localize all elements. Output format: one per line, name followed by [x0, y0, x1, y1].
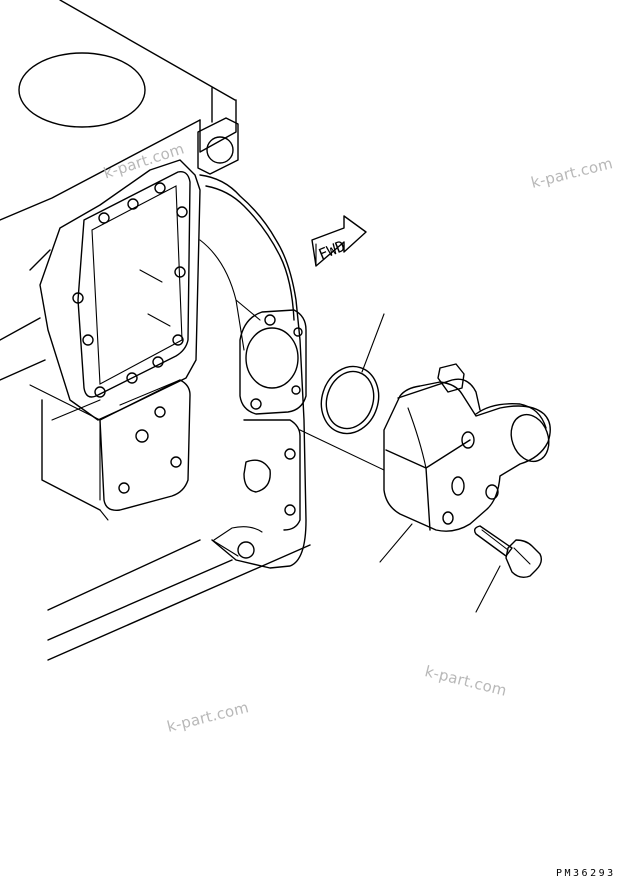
fwd-direction-marker: FWD	[311, 215, 367, 267]
drawing-code: PM36293	[556, 868, 616, 879]
flange-bolt	[473, 525, 543, 613]
assembly-center-line	[299, 429, 385, 471]
corner-boss	[206, 136, 234, 164]
mounting-flange	[239, 309, 307, 415]
block-top-plug	[18, 52, 146, 128]
thermostat-housing	[379, 363, 551, 563]
engine-block	[0, 0, 311, 661]
top-boss	[437, 363, 465, 393]
front-cover	[39, 159, 201, 511]
o-ring-seal	[320, 313, 385, 435]
manifold-housing	[199, 174, 307, 569]
fwd-label: FWD	[316, 237, 348, 264]
